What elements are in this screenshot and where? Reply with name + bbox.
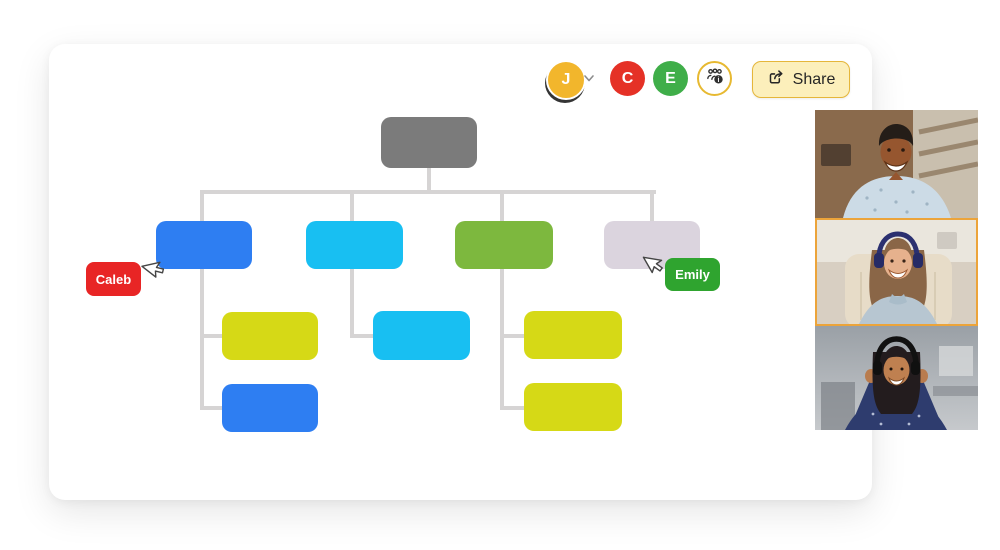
diagram-node-branch-cyan[interactable] xyxy=(306,221,403,269)
diagram-node-root[interactable] xyxy=(381,117,477,168)
share-button-label: Share xyxy=(792,70,836,88)
diagram-node-leaf-yellow-1[interactable] xyxy=(222,312,318,360)
cursor-label-caleb: Caleb xyxy=(86,262,141,296)
avatar-user-c[interactable]: C xyxy=(610,61,645,96)
diagram-node-leaf-cyan[interactable] xyxy=(373,311,470,360)
whiteboard-canvas[interactable] xyxy=(49,44,872,500)
avatar-initial: C xyxy=(621,69,634,87)
diagram-node-branch-blue[interactable] xyxy=(156,221,252,269)
cursor-label-emily: Emily xyxy=(665,258,720,291)
people-info-icon: i xyxy=(704,65,726,92)
video-call-strip xyxy=(815,110,978,430)
avatar-user-j[interactable]: J xyxy=(546,60,586,100)
chevron-down-icon[interactable] xyxy=(583,71,595,83)
share-button[interactable]: Share xyxy=(752,61,850,98)
diagram-node-branch-green[interactable] xyxy=(455,221,553,269)
cursor-caleb-icon xyxy=(140,255,166,286)
avatar-user-e[interactable]: E xyxy=(653,61,688,96)
share-icon xyxy=(767,68,786,92)
diagram-node-leaf-blue[interactable] xyxy=(222,384,318,432)
collaborators-button[interactable]: i xyxy=(697,61,732,96)
avatar-initial: J xyxy=(561,71,571,88)
cursor-emily-icon xyxy=(640,250,666,281)
cursor-name: Emily xyxy=(675,267,710,282)
avatar-initial: E xyxy=(665,69,676,87)
svg-text:i: i xyxy=(717,77,719,84)
video-tile-man-smiling[interactable] xyxy=(815,110,978,218)
video-tile-woman-headset[interactable] xyxy=(815,326,978,430)
video-tile-woman-headphones[interactable] xyxy=(815,218,978,326)
cursor-name: Caleb xyxy=(95,271,132,287)
diagram-node-leaf-yellow-3[interactable] xyxy=(524,383,622,431)
diagram-node-leaf-yellow-2[interactable] xyxy=(524,311,622,359)
